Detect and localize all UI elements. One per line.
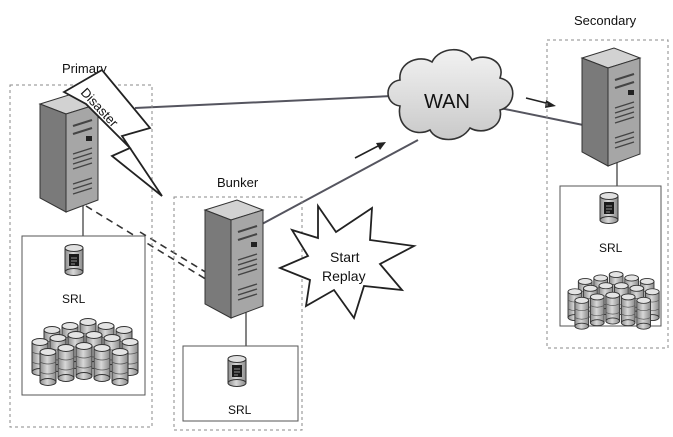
lightning-bolt-icon [62,68,163,197]
bunker-label: Bunker [217,175,259,190]
arrow-icon [354,142,386,159]
bunker-server-icon [204,199,264,319]
start-replay-label-line2: Replay [322,268,366,284]
starburst-icon [277,203,417,320]
primary-label: Primary [62,61,107,76]
bunker-srl-label: SRL [228,403,252,417]
start-replay-label-line1: Start [330,249,360,265]
primary-disk-array-icon [32,319,138,386]
bunker-srl-disk-icon [227,355,247,387]
secondary-srl-label: SRL [599,241,623,255]
wan-label: WAN [424,91,470,113]
secondary-server-icon [581,47,641,167]
primary-srl-label: SRL [62,292,86,306]
cloud-icon [387,48,514,141]
secondary-disk-array-icon [568,272,659,330]
wan-to-secondary-link [499,107,589,127]
primary-server-icon [39,93,99,213]
secondary-label: Secondary [574,13,637,28]
arrow-icon [525,97,556,108]
bunker-to-wan-link [261,139,419,225]
primary-to-wan-link [134,95,393,109]
secondary-site-boundary [546,39,669,349]
primary-site-boundary [9,84,153,428]
primary-srl-disk-icon [64,244,84,276]
secondary-srl-disk-icon [599,192,619,224]
primary-to-bunker-dashed-link-2 [139,231,213,277]
